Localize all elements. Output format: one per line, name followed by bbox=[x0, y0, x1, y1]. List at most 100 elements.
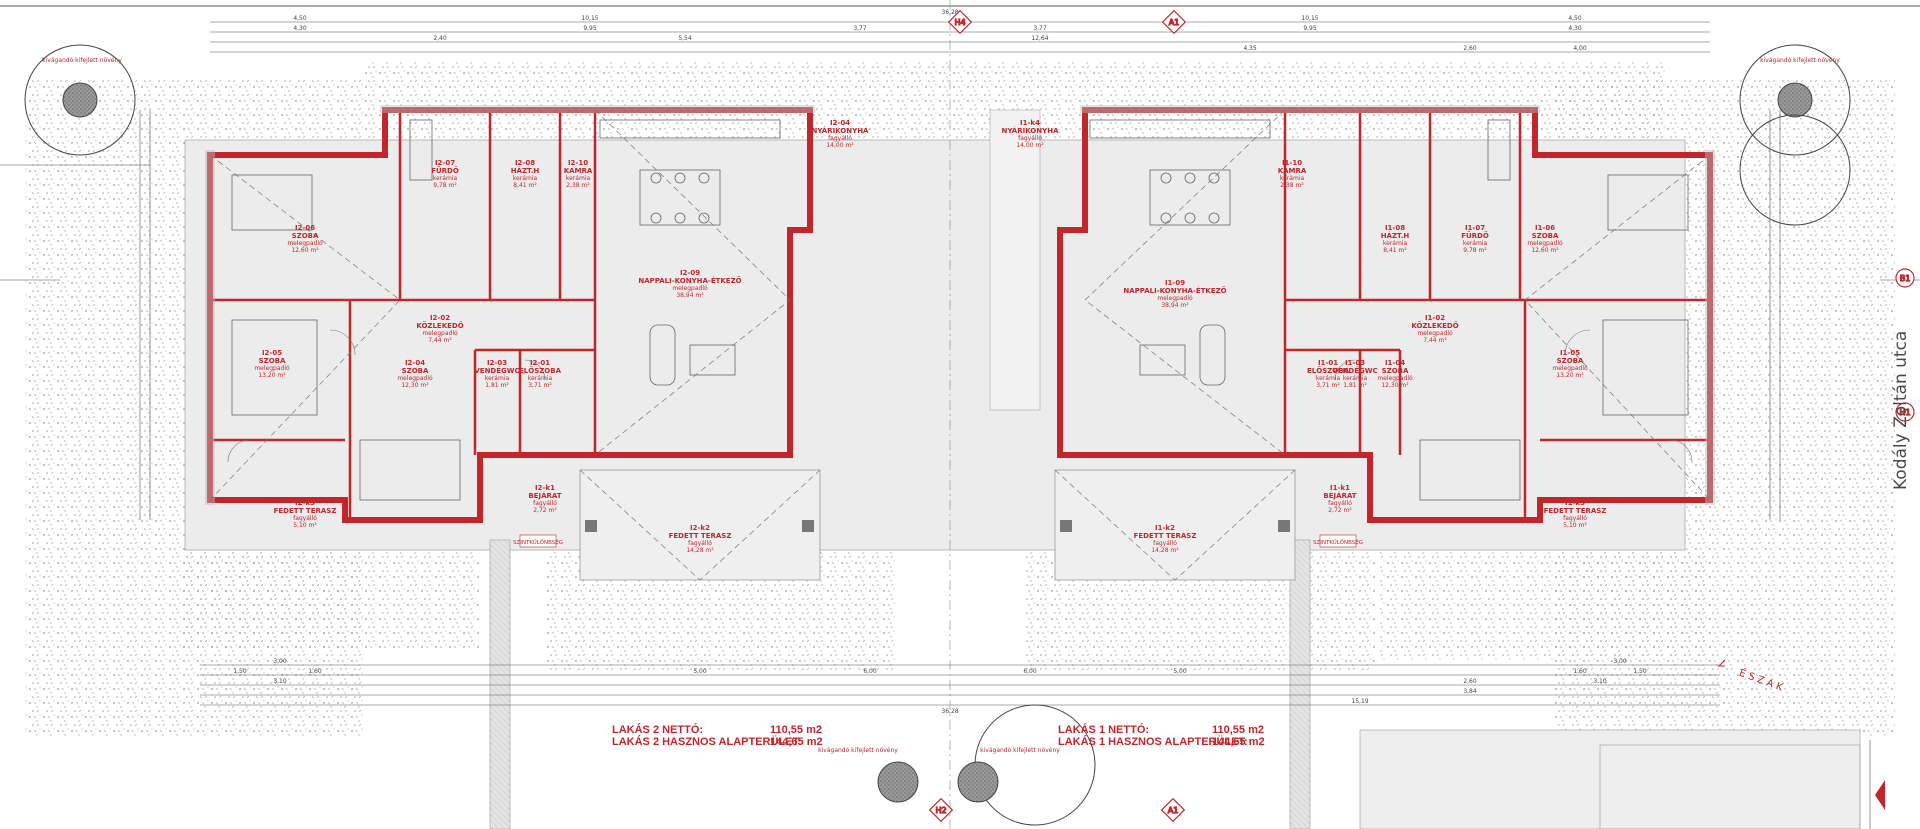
svg-text:10,15: 10,15 bbox=[1301, 15, 1318, 22]
paving bbox=[184, 139, 1861, 829]
svg-text:melegpadló: melegpadló bbox=[1377, 375, 1413, 382]
svg-text:A1: A1 bbox=[1169, 18, 1180, 27]
svg-text:B1: B1 bbox=[1900, 274, 1911, 283]
furniture bbox=[231, 119, 1689, 501]
area-summary-right: LAKÁS 1 NETTÓ: 110,55 m2 LAKÁS 1 HASZNOS… bbox=[1058, 723, 1265, 748]
svg-text:3,10: 3,10 bbox=[273, 678, 287, 685]
svg-text:kerámia: kerámia bbox=[1463, 240, 1488, 247]
terraces bbox=[579, 109, 1296, 581]
svg-text:H2: H2 bbox=[935, 806, 946, 815]
svg-text:kerámia: kerámia bbox=[513, 175, 538, 182]
svg-text:KAMRA: KAMRA bbox=[564, 167, 593, 175]
walls bbox=[207, 107, 1713, 523]
svg-text:SZOBA: SZOBA bbox=[1382, 367, 1409, 375]
svg-text:SZOBA: SZOBA bbox=[402, 367, 429, 375]
svg-text:144,65 m2: 144,65 m2 bbox=[1212, 736, 1265, 748]
svg-text:kerámia: kerámia bbox=[528, 375, 553, 382]
entrance-arrow bbox=[1869, 740, 1885, 829]
svg-text:I1-k2: I1-k2 bbox=[1155, 524, 1175, 532]
svg-text:melegpadló: melegpadló bbox=[1417, 330, 1453, 337]
svg-text:I2-01: I2-01 bbox=[530, 359, 550, 367]
svg-text:melegpadló: melegpadló bbox=[287, 240, 323, 247]
svg-text:FEDETT TERASZ: FEDETT TERASZ bbox=[1134, 532, 1197, 540]
svg-text:I2-k1: I2-k1 bbox=[535, 484, 555, 492]
svg-text:SZOBA: SZOBA bbox=[1532, 232, 1559, 240]
svg-text:I1-10: I1-10 bbox=[1282, 159, 1302, 167]
svg-text:14,28 m²: 14,28 m² bbox=[1151, 547, 1179, 554]
svg-text:melegpadló: melegpadló bbox=[1527, 240, 1563, 247]
svg-text:9,78 m²: 9,78 m² bbox=[1463, 247, 1487, 254]
svg-text:14,28 m²: 14,28 m² bbox=[686, 547, 714, 554]
svg-text:VENDÉGWC: VENDÉGWC bbox=[474, 366, 519, 375]
svg-text:BEJÁRAT: BEJÁRAT bbox=[1323, 491, 1356, 500]
svg-text:fagyálló: fagyálló bbox=[533, 500, 557, 507]
svg-text:2,60: 2,60 bbox=[1463, 678, 1477, 685]
svg-text:kerámia: kerámia bbox=[485, 375, 510, 382]
svg-text:12,60 m²: 12,60 m² bbox=[291, 247, 319, 254]
area-summary-left: LAKÁS 2 NETTÓ: 110,55 m2 LAKÁS 2 HASZNOS… bbox=[612, 723, 823, 748]
svg-text:melegpadló: melegpadló bbox=[1157, 295, 1193, 302]
svg-text:FÜRDŐ: FÜRDŐ bbox=[1461, 231, 1489, 240]
svg-text:2,38 m²: 2,38 m² bbox=[1280, 182, 1304, 189]
svg-text:fagyálló: fagyálló bbox=[1563, 515, 1587, 522]
svg-text:I2-05: I2-05 bbox=[262, 349, 282, 357]
svg-text:FÜRDŐ: FÜRDŐ bbox=[431, 166, 459, 175]
svg-text:3,00: 3,00 bbox=[273, 658, 287, 665]
svg-text:3,71 m²: 3,71 m² bbox=[1316, 382, 1340, 389]
svg-text:SZOBA: SZOBA bbox=[292, 232, 319, 240]
svg-text:8,41 m²: 8,41 m² bbox=[1383, 247, 1407, 254]
svg-text:1,60: 1,60 bbox=[308, 668, 322, 675]
svg-text:kivágandó kifejlett növény: kivágandó kifejlett növény bbox=[1760, 57, 1840, 64]
svg-text:2,72 m²: 2,72 m² bbox=[533, 507, 557, 514]
svg-text:FEDETT TERASZ: FEDETT TERASZ bbox=[1544, 507, 1607, 515]
svg-text:fagyálló: fagyálló bbox=[293, 515, 317, 522]
svg-text:4,30: 4,30 bbox=[293, 25, 307, 32]
svg-text:I2-07: I2-07 bbox=[435, 159, 455, 167]
svg-text:5,00: 5,00 bbox=[1173, 668, 1187, 675]
axis-marker-bottom-h2: H2 bbox=[928, 797, 954, 823]
svg-text:I2-k2: I2-k2 bbox=[690, 524, 710, 532]
svg-text:I1-k1: I1-k1 bbox=[1330, 484, 1350, 492]
svg-text:I1-k3: I1-k3 bbox=[1565, 499, 1585, 507]
svg-text:110,55 m2: 110,55 m2 bbox=[770, 724, 822, 736]
svg-text:I1-06: I1-06 bbox=[1535, 224, 1555, 232]
svg-text:SZINTKÜLÖNBSÉG: SZINTKÜLÖNBSÉG bbox=[513, 538, 563, 546]
svg-text:6,00: 6,00 bbox=[1023, 668, 1037, 675]
svg-text:7,44 m²: 7,44 m² bbox=[428, 337, 452, 344]
svg-text:I1-09: I1-09 bbox=[1165, 279, 1185, 287]
svg-text:NYÁRIKONYHA: NYÁRIKONYHA bbox=[1002, 126, 1060, 135]
svg-text:ELŐSZOBA: ELŐSZOBA bbox=[1307, 366, 1350, 375]
axis-marker-bottom-a1: A1 bbox=[1160, 797, 1186, 823]
svg-text:I2-k3: I2-k3 bbox=[295, 499, 315, 507]
svg-text:144,65 m2: 144,65 m2 bbox=[770, 736, 823, 748]
svg-text:13,20 m²: 13,20 m² bbox=[258, 372, 286, 379]
svg-text:I1-03: I1-03 bbox=[1345, 359, 1365, 367]
svg-text:6,00: 6,00 bbox=[863, 668, 877, 675]
svg-text:36,28: 36,28 bbox=[941, 708, 958, 715]
axis-marker-right-h1: H1 bbox=[1895, 402, 1915, 422]
svg-text:fagyálló: fagyálló bbox=[1018, 135, 1042, 142]
svg-text:I1-k4: I1-k4 bbox=[1020, 119, 1040, 127]
svg-text:1,81 m²: 1,81 m² bbox=[485, 382, 509, 389]
svg-text:melegpadló: melegpadló bbox=[254, 365, 290, 372]
svg-text:melegpadló: melegpadló bbox=[672, 285, 708, 292]
svg-text:1,50: 1,50 bbox=[233, 668, 247, 675]
